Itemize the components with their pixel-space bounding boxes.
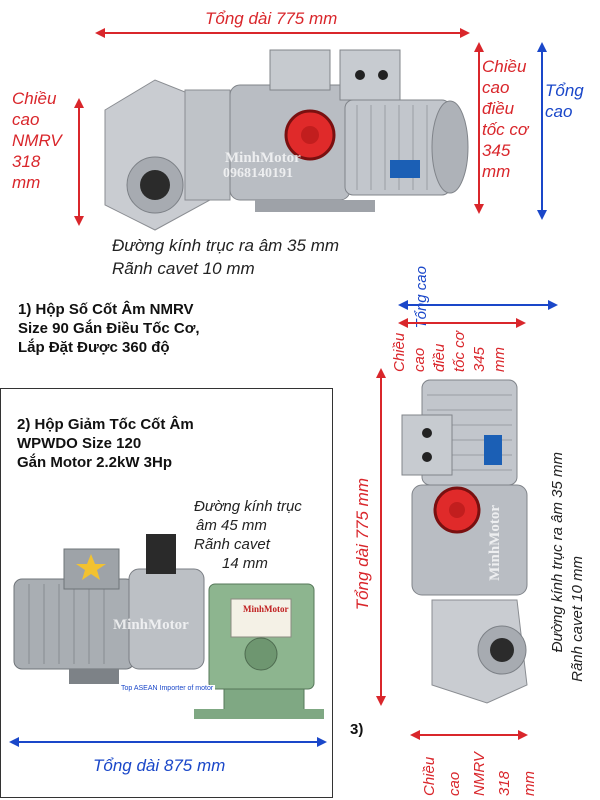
item-2-shaft-text: Đường kính trục âm 45 mm Rãnh cavet 14 m…	[194, 498, 302, 572]
item-3-speed-height-arrow	[398, 318, 526, 328]
shaft-diameter-text: Đường kính trục ra âm 35 mm	[112, 236, 340, 255]
item-3-total-height-arrow	[398, 300, 558, 310]
gearbox-photo-2	[13, 534, 324, 719]
keyway-text: Rãnh cavet 10 mm	[112, 259, 255, 278]
item-1-description: 1) Hộp Số Cốt Âm NMRV Size 90 Gắn Điều T…	[18, 301, 200, 356]
item-2-description: 2) Hộp Giảm Tốc Cốt Âm WPWDO Size 120 Gắ…	[17, 416, 194, 471]
item-3-shaft-diameter: Đường kính trục ra âm 35 mm	[549, 452, 566, 653]
item-3-number: 3)	[350, 721, 364, 738]
length-arrow-top	[95, 28, 470, 38]
item-3-length-arrow	[376, 368, 386, 706]
height-arrow-left	[74, 98, 84, 226]
item-2-length-label: Tổng dài 875 mm	[93, 756, 226, 775]
height-arrow-speed	[474, 42, 484, 214]
item-3-length-label: Tổng dài 775 mm	[353, 478, 372, 611]
panel-2: 2) Hộp Giảm Tốc Cốt Âm WPWDO Size 120 Gắ…	[0, 388, 333, 798]
total-length-label: Tổng dài 775 mm	[205, 9, 338, 28]
watermark-3: MinhMotor	[487, 505, 503, 581]
gearbox-photo-1	[104, 49, 469, 231]
gearbox-photo-3	[401, 379, 528, 704]
watermark-2: MinhMotor	[113, 617, 189, 633]
item-3-speed-height-label: Chiều cao điều tốc cơ 345 mm	[391, 331, 508, 372]
length-arrow-bottom	[9, 737, 327, 747]
height-speed-label: Chiều cao điều tốc cơ 345 mm	[482, 57, 529, 181]
nameplate-subtitle: Top ASEAN Importer of motor	[119, 685, 216, 692]
item-3-nmrv-height-label: Chiều cao NMRV 318 mm	[421, 752, 538, 796]
total-height-arrow	[537, 42, 547, 220]
item-3-nmrv-height-arrow	[410, 730, 528, 740]
watermark-1: MinhMotor	[225, 150, 301, 166]
nameplate-brand: MinhMotor	[243, 604, 289, 614]
item-3-keyway: Rãnh cavet 10 mm	[569, 556, 586, 682]
height-nmrv-label: Chiều cao NMRV 318 mm	[12, 89, 62, 192]
phone-watermark: 0968140191	[223, 166, 293, 181]
total-height-label: Tổng cao	[545, 81, 584, 121]
